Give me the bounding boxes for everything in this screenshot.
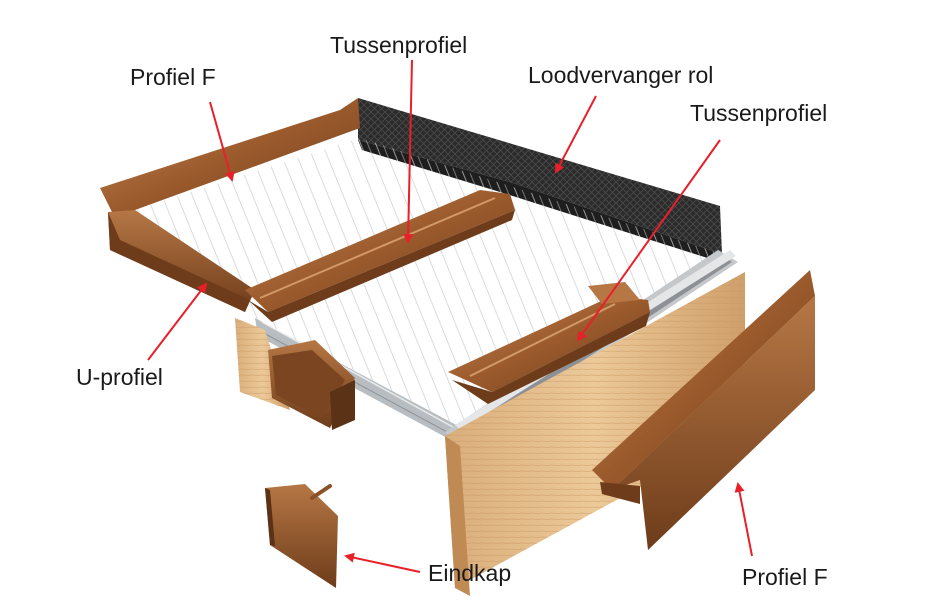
profiel-f-top	[100, 98, 360, 312]
pointer-arrows	[147, 59, 753, 573]
profiel-f-bottom	[592, 270, 815, 550]
arrow-eindkap	[344, 552, 421, 573]
arrow-tussenprofiel-top	[403, 59, 414, 244]
arrow-loodvervanger	[555, 95, 597, 174]
label-profiel-f-top: Profiel F	[130, 64, 216, 90]
arrow-profiel-f-bottom	[734, 482, 753, 557]
label-eindkap: Eindkap	[428, 560, 512, 586]
u-profiel-end-piece	[268, 340, 355, 430]
tussenprofiel-right	[448, 282, 650, 404]
right-wood-beam	[445, 272, 745, 596]
label-profiel-f-bottom: Profiel F	[742, 564, 828, 590]
tussenprofiel-top	[245, 190, 515, 322]
eindkap	[265, 484, 338, 588]
arrow-tussenprofiel-right	[576, 139, 721, 342]
label-tussenprofiel-right: Tussenprofiel	[690, 100, 828, 126]
arrow-u-profiel	[147, 282, 208, 361]
label-u-profiel: U-profiel	[76, 364, 163, 390]
label-tussenprofiel-top: Tussenprofiel	[330, 32, 468, 58]
label-loodvervanger-rol: Loodvervanger rol	[528, 62, 714, 88]
arrow-profiel-f-top	[209, 101, 235, 182]
